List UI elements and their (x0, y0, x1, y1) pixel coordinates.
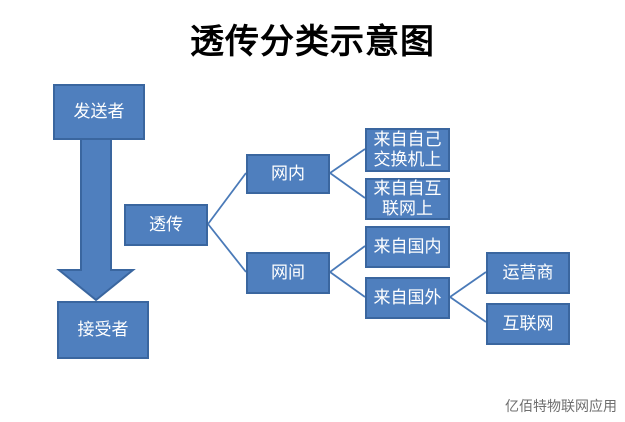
connector-passthrough-internet (207, 223, 247, 273)
node-carrier: 运营商 (486, 252, 570, 294)
connector-foreign-carrier (449, 271, 487, 298)
connector-internet-domestic (329, 245, 366, 273)
node-from-peer: 来自自互联网上 (365, 178, 450, 220)
node-interconnect: 互联网 (486, 303, 570, 345)
connector-internet-foreign (329, 271, 366, 298)
connector-intranet-peer (329, 172, 366, 199)
connector-foreign-interconnect (449, 296, 487, 323)
down-arrow (56, 137, 136, 302)
node-receiver: 接受者 (57, 301, 149, 359)
node-passthrough: 透传 (124, 204, 208, 246)
node-intranet: 网内 (246, 154, 330, 194)
node-from-self: 来自自己交换机上 (365, 128, 450, 172)
connector-passthrough-intranet (207, 172, 247, 225)
node-sender: 发送者 (53, 84, 145, 140)
connector-intranet-self (329, 148, 366, 174)
node-foreign: 来自国外 (365, 277, 450, 319)
node-domestic: 来自国内 (365, 226, 450, 268)
diagram-title: 透传分类示意图 (190, 22, 435, 62)
node-internet: 网间 (246, 252, 330, 294)
watermark-text: 亿佰特物联网应用 (505, 399, 617, 415)
